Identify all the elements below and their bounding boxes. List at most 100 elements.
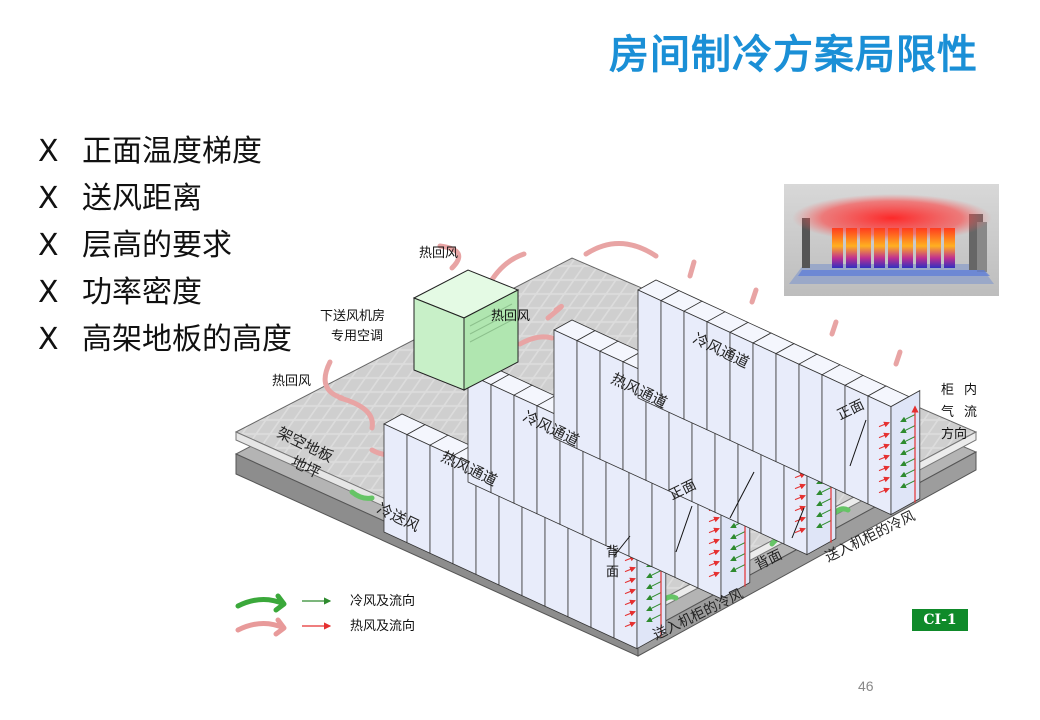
cold-flow-arrow [900,425,916,434]
bullet-text: 正面温度梯度 [82,134,262,169]
legend-cold-swoosh [235,593,287,613]
hot-flow-arrow [708,571,720,578]
list-item: X 层高的要求 [38,222,292,269]
cabinet-face [599,350,624,471]
x-mark: X [38,228,59,263]
hot-flow-arrow [878,465,890,472]
cabinet-face [683,310,708,431]
cabinet-airflow-label-3: 气 [941,404,954,420]
hot-return-label-top: 热回风 [419,246,458,261]
cold-flow-arrow [816,498,832,507]
hot-flow-arrow [794,527,806,534]
thermal-rack [860,228,871,268]
back-label-vertical-2: 面 [606,565,619,580]
hot-air-swoosh [583,241,659,259]
legend: 冷风及流向 热风及流向 [235,593,415,637]
hot-flow-arrow [794,483,806,490]
cold-flow-arrow [730,553,746,562]
hot-flow-arrow [794,494,806,501]
hot-flow-arrow [624,621,636,628]
hot-flow-arrow [708,527,720,534]
x-mark: X [38,322,59,357]
bullet-text: 功率密度 [82,275,202,310]
hot-flow-arrow [878,487,890,494]
cold-flow-arrow [646,570,662,579]
thermal-simulation-image [784,184,999,296]
hot-flow-arrow [794,505,806,512]
cold-flow-arrow [900,480,916,489]
hot-flow-arrow [624,588,636,595]
cabinet-face [775,352,800,473]
cabinet-face [406,433,431,554]
hot-flow-arrow [878,476,890,483]
hot-flow-arrow [708,538,720,545]
cold-flow-arrow [816,520,832,529]
hot-air-swoosh [829,319,839,337]
ci-badge: CI-1 [912,609,968,631]
cold-flow-arrow [900,436,916,445]
hot-return-label-left: 热回风 [272,374,311,389]
cabinet-face [576,339,601,460]
cold-flow-arrow [730,564,746,573]
hot-flow-arrow [708,560,720,567]
thermal-rack [930,228,941,268]
x-mark: X [38,134,59,169]
legend-hot-label: 热风及流向 [350,618,415,634]
cabinet-airflow-label-5: 方向 [941,426,967,442]
page-title: 房间制冷方案局限性 [609,32,978,78]
hot-air-swoosh [337,395,375,431]
cabinet-face [821,374,846,495]
crac-unit [412,269,520,391]
cold-air-swoosh [349,489,375,501]
x-mark: X [38,275,59,310]
hot-flow-arrow [878,432,890,439]
cold-flow-arrow [646,592,662,601]
list-item: X 高架地板的高度 [38,316,292,363]
hot-flow-arrow [624,566,636,573]
bullet-text: 送风距离 [82,181,202,216]
hot-air-swoosh [517,334,555,347]
hot-flow-arrow [794,516,806,523]
hot-air-swoosh [687,259,697,279]
cabinet-face [752,342,777,463]
cold-flow-arrow [900,458,916,467]
legend-cold-label: 冷风及流向 [350,593,415,609]
hot-flow-arrow [624,577,636,584]
crac-label-line2: 专用空调 [331,329,383,344]
thermal-rack [874,228,885,268]
hot-air-swoosh [545,303,564,321]
back-label-vertical-1: 背 [606,545,619,560]
thermal-rack [916,228,927,268]
hot-air-swoosh [893,349,903,367]
hot-flow-arrow [878,443,890,450]
thermal-rack [846,228,857,268]
hot-flow-arrow [708,549,720,556]
thermal-rack [832,228,843,268]
cold-flow-arrow [730,542,746,551]
cold-flow-arrow [816,487,832,496]
hot-air-swoosh [749,287,759,305]
cabinet-face [490,383,515,504]
bullet-text: 高架地板的高度 [82,322,292,357]
cold-flow-arrow [816,509,832,518]
cold-flow-arrow [900,447,916,456]
cold-flow-arrow [646,614,662,623]
thermal-rack [888,228,899,268]
hot-flow-arrow [624,599,636,606]
thermal-rack [944,228,955,268]
bullet-text: 层高的要求 [82,228,232,263]
hot-flow-arrow [624,610,636,617]
cold-flow-arrow [900,469,916,478]
list-item: X 功率密度 [38,269,292,316]
list-item: X 正面温度梯度 [38,128,292,175]
cold-flow-arrow [646,603,662,612]
page-number: 46 [858,678,874,694]
hot-flow-arrow [878,421,890,428]
hot-air-swoosh [437,243,462,271]
crac-label-line1: 下送风机房 [320,308,385,324]
legend-hot-swoosh [235,617,287,637]
cold-flow-arrow [900,414,916,423]
cabinet-airflow-label-1: 柜 [941,383,954,398]
